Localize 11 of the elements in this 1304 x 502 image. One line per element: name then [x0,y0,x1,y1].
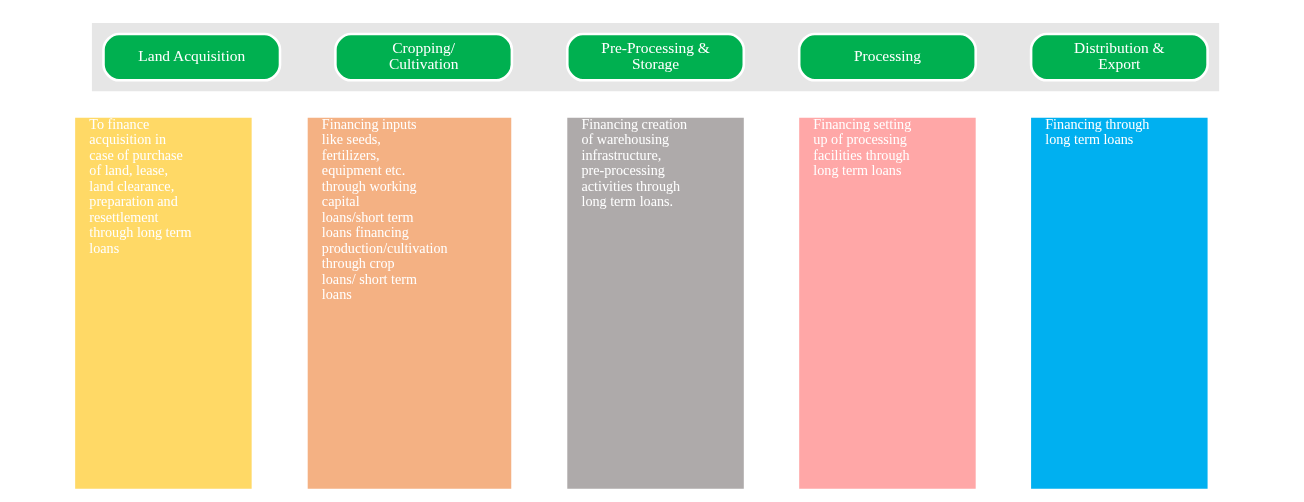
node-box: Financing through long term loans [1031,117,1208,489]
node-box: Land Acquisition [102,32,282,82]
node-box: Financing setting up of processing facilities through long term loans [799,117,976,489]
node-box: Financing inputs like seeds, fertilizers, equipment etc. through working capital loans/short term loans financing production/cultivation through crop loans/ short term loans [307,117,512,489]
node-box: Financing creation of warehousing infrastructure, pre-processing activities through long term loans. [567,117,744,489]
node-box: Distribution & Export [1029,32,1209,82]
node-box: Processing [797,32,977,82]
node-box: To finance acquisition in case of purchase of land, lease, land clearance, preparation and resettlement through long term loans [75,117,252,489]
node-box: Cropping/ Cultivation [334,32,514,82]
node-box: Pre-Processing & Storage [566,32,746,82]
cluster [91,22,1220,92]
